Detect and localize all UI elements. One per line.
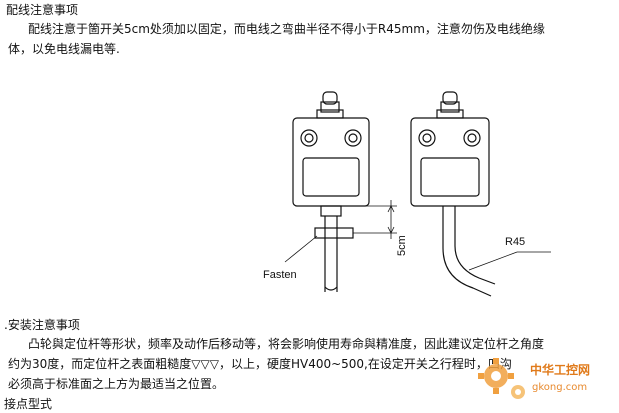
- label-5cm: 5cm: [396, 235, 408, 256]
- contact-heading: 接点型式: [4, 397, 53, 411]
- wiring-diagram: Fasten 5cm R45: [263, 91, 551, 297]
- site-watermark: 中华工控网 gkong.com: [478, 358, 590, 399]
- label-r45: R45: [505, 236, 525, 248]
- gear-icon: [478, 358, 525, 399]
- install-text-line1: 凸轮與定位杆等形状，频率及动作后移动等，将会影响使用寿命與精准度，因此建议定位杆…: [28, 337, 545, 351]
- install-text-line2: 约为30度，而定位杆之表面粗糙度▽▽▽，以上，硬度HV400~500,在设定开关…: [8, 357, 512, 371]
- install-heading: .安装注意事项: [4, 318, 80, 332]
- label-fasten: Fasten: [263, 269, 297, 281]
- install-text-line3: 必须高于标准面之上方为最适当之位置。: [8, 377, 225, 391]
- limit-switch-left: [284, 91, 397, 292]
- watermark-text-cn: 中华工控网: [530, 362, 590, 377]
- watermark-text-url: gkong.com: [532, 382, 587, 393]
- wiring-heading: 配线注意事项: [6, 3, 79, 17]
- limit-switch-right: [410, 91, 551, 297]
- wiring-text-line2: 体，以免电线漏电等.: [8, 42, 120, 56]
- wiring-text-line1: 配线注意于箇开关5cm处须加以固定，而电线之弯曲半径不得小于R45mm，注意勿伤…: [28, 22, 545, 36]
